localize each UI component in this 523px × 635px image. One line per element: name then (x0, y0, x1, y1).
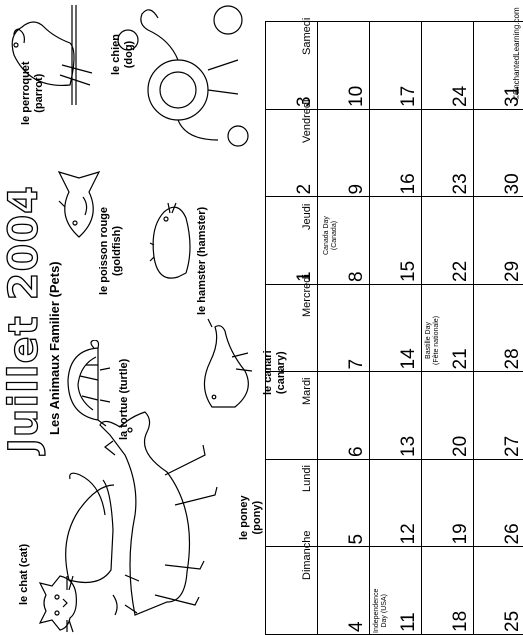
pony-label: le poney(pony) (238, 495, 263, 540)
day-number: 5 (346, 533, 367, 545)
day-number: 20 (450, 435, 471, 457)
hamster-illustration (148, 200, 196, 285)
canada-day-note: Canada Day(Canada) (323, 216, 338, 255)
parrot-label: le perroquet(parrot) (20, 61, 45, 125)
day-number: 31 (502, 85, 523, 107)
day-number: 15 (398, 260, 419, 282)
hamster-label: le hamster (hamster) (196, 206, 208, 315)
grid-row-line (317, 22, 318, 635)
day-number: 23 (450, 173, 471, 195)
day-number: 12 (398, 523, 419, 545)
day-number: 16 (398, 173, 419, 195)
pony-illustration (95, 410, 265, 635)
day-number: 11 (398, 612, 419, 632)
turtle-illustration (58, 340, 128, 430)
page-title: Juillet 2004 (0, 184, 47, 453)
day-number: 9 (346, 183, 367, 195)
canary-illustration (192, 317, 260, 417)
day-number: 7 (346, 358, 367, 370)
day-number: 10 (346, 85, 367, 107)
day-number: 28 (502, 348, 523, 370)
day-number: 30 (502, 173, 523, 195)
day-number: 6 (346, 446, 367, 457)
grid-column-line (265, 459, 523, 460)
day-number: 17 (398, 85, 419, 107)
day-number: 19 (450, 523, 471, 545)
day-number: 4 (346, 621, 367, 632)
day-number: 24 (450, 85, 471, 107)
parrot-illustration (0, 0, 105, 115)
day-number: 3 (294, 96, 315, 107)
day-number: 18 (450, 610, 471, 632)
turtle-label: la tortue (turtle) (118, 358, 130, 440)
goldfish-label: le poisson rouge(goldfish) (98, 206, 123, 295)
day-label-tuesday: Mardi (301, 377, 313, 405)
day-label-monday: Lundi (301, 465, 313, 492)
day-number: 26 (502, 523, 523, 545)
day-label-saturday: Samedi (301, 17, 313, 55)
day-number: 14 (398, 348, 419, 370)
dog-label: le chien(dog) (110, 34, 135, 75)
grid-row-line (369, 22, 370, 635)
calendar-grid: Dimanche Lundi Mardi Mercredi Jeudi Vend… (265, 5, 523, 635)
grid-column-line (265, 371, 523, 373)
grid-column-line (265, 196, 523, 198)
grid-row-line (421, 22, 422, 635)
day-number: 27 (502, 435, 523, 457)
day-number: 8 (346, 271, 367, 282)
cat-illustration (5, 465, 120, 635)
day-number: 13 (398, 435, 419, 457)
day-number: 29 (502, 260, 523, 282)
day-number: 25 (502, 610, 523, 632)
grid-row-line (473, 22, 474, 635)
day-label-sunday: Dimanche (301, 530, 313, 580)
cat-label: le chat (cat) (18, 543, 30, 605)
goldfish-illustration (55, 165, 103, 245)
day-number: 21 (450, 348, 471, 370)
day-number: 1 (294, 271, 315, 282)
day-number: 2 (294, 183, 315, 195)
grid-row-line (265, 22, 266, 635)
day-label-thursday: Jeudi (301, 203, 313, 230)
dog-illustration (108, 0, 258, 150)
day-number: 22 (450, 260, 471, 282)
bastille-day-note: Bastille Day(Fête nationale) (425, 315, 440, 365)
